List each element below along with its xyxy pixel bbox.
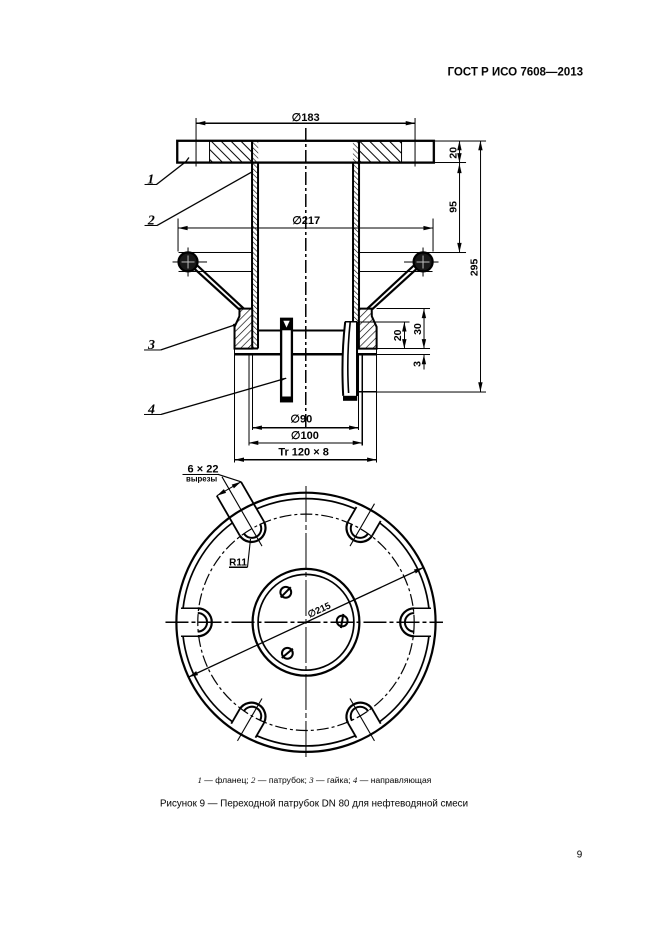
- svg-text:∅217: ∅217: [292, 215, 320, 227]
- svg-text:Tr 120 × 8: Tr 120 × 8: [278, 446, 328, 458]
- svg-text:∅90: ∅90: [290, 414, 312, 426]
- svg-text:1 — фланец; 2 — патрубок; 3 —: 1 — фланец; 2 — патрубок; 3 — гайка; 4 —…: [198, 775, 432, 785]
- svg-text:1: 1: [147, 172, 154, 187]
- svg-text:Рисунок 9 — Переходной патрубо: Рисунок 9 — Переходной патрубок DN 80 дл…: [160, 798, 468, 809]
- svg-text:95: 95: [447, 201, 459, 213]
- svg-text:295: 295: [468, 259, 480, 277]
- svg-text:6 × 22: 6 × 22: [188, 463, 219, 475]
- svg-text:R11: R11: [229, 557, 247, 568]
- svg-text:9: 9: [577, 850, 583, 861]
- svg-text:30: 30: [412, 323, 424, 335]
- svg-text:вырезы: вырезы: [186, 474, 217, 483]
- svg-text:ГОСТ Р ИСО 7608—2013: ГОСТ Р ИСО 7608—2013: [448, 67, 584, 79]
- svg-text:2: 2: [147, 214, 155, 229]
- svg-text:20: 20: [447, 147, 459, 159]
- svg-text:4: 4: [147, 402, 155, 417]
- svg-text:∅100: ∅100: [291, 430, 319, 442]
- svg-text:3: 3: [412, 361, 424, 367]
- svg-text:∅183: ∅183: [292, 112, 320, 124]
- svg-text:20: 20: [392, 329, 404, 341]
- svg-text:3: 3: [147, 338, 155, 353]
